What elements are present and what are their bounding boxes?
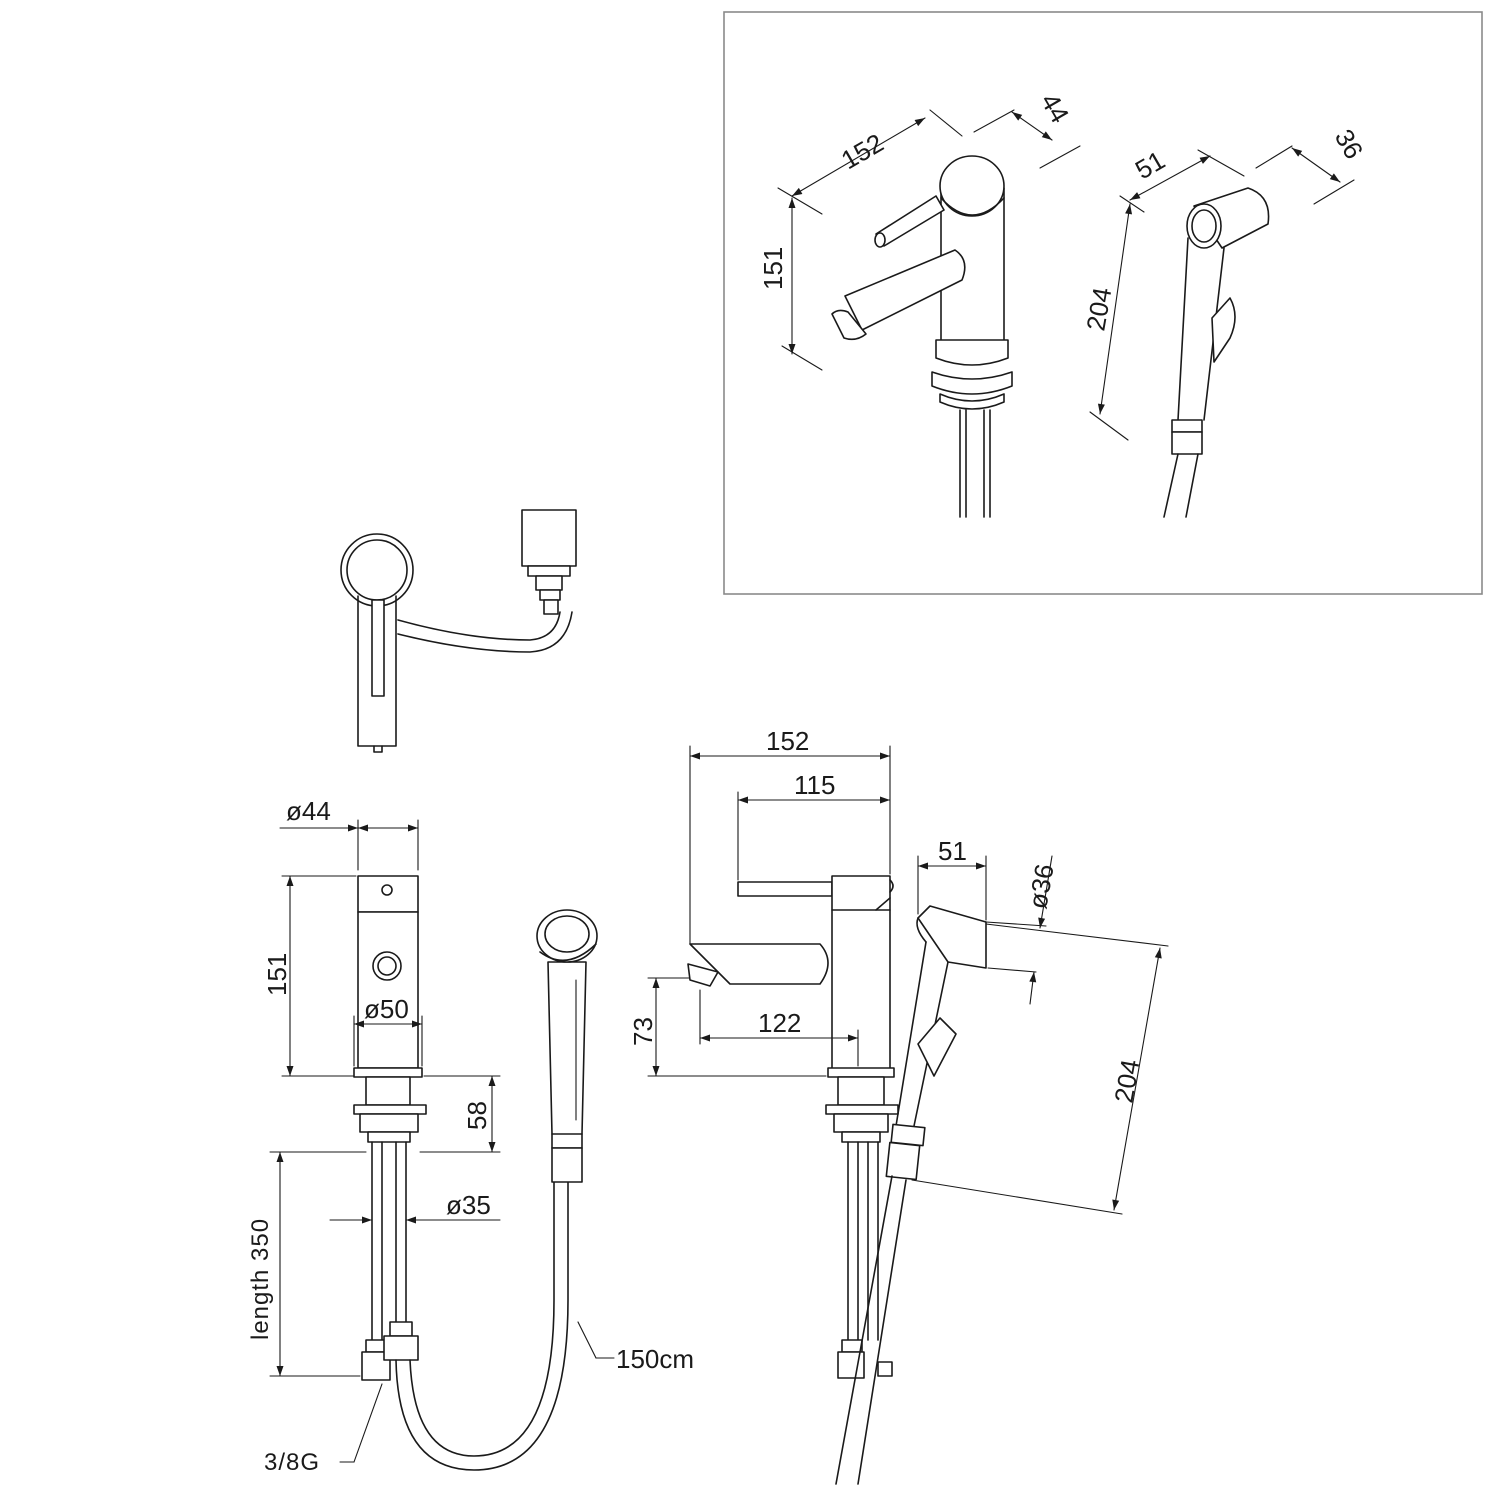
front-base-diameter-label: ø50: [364, 994, 409, 1024]
perspective-inset: 152 44 151 51: [723, 11, 1483, 595]
inset-frame: [723, 11, 1483, 595]
front-hose-length-label: 150cm: [616, 1344, 694, 1374]
faucet-3d-illustration: [831, 155, 1013, 518]
front-inlet-diameter-label: ø35: [446, 1190, 491, 1220]
side-view-dimensions: 152 115 122 73 51 ø36 204: [628, 726, 1169, 1215]
side-view: [687, 875, 987, 1485]
front-view-dimensions: ø44 151 ø50 58 length 350 ø35 3/8G 150cm: [247, 796, 694, 1476]
side-spray-length-label: 51: [938, 836, 967, 866]
front-body-diameter-label: ø44: [286, 796, 331, 826]
front-height-label: 151: [262, 953, 292, 996]
side-spray-diameter-label: ø36: [1022, 862, 1059, 911]
front-inlet-length-label: length 350: [247, 1218, 274, 1340]
side-total-depth-label: 152: [766, 726, 809, 756]
side-spout-height-label: 73: [628, 1017, 658, 1046]
faucet-3d-width-label: 44: [1035, 88, 1075, 128]
side-handle-depth-label: 115: [794, 770, 835, 800]
front-thread-label: 3/8G: [264, 1449, 320, 1476]
faucet-3d-depth-label: 152: [836, 128, 889, 176]
faucet-3d-dimensions: 152 44 151: [758, 88, 1081, 371]
spray-3d-height-label: 204: [1080, 285, 1117, 333]
spray-3d-illustration: [1163, 187, 1270, 518]
spray-3d-depth-label: 51: [1130, 145, 1170, 185]
spray-3d-width-label: 36: [1329, 124, 1369, 164]
side-spout-reach-label: 122: [758, 1008, 801, 1038]
spray-3d-dimensions: 51 36 204: [1080, 124, 1369, 441]
faucet-3d-height-label: 151: [758, 247, 788, 290]
top-view: [340, 509, 577, 753]
side-spray-height-label: 204: [1108, 1057, 1145, 1105]
front-view: [353, 875, 598, 1471]
front-base-height-label: 58: [462, 1101, 492, 1130]
